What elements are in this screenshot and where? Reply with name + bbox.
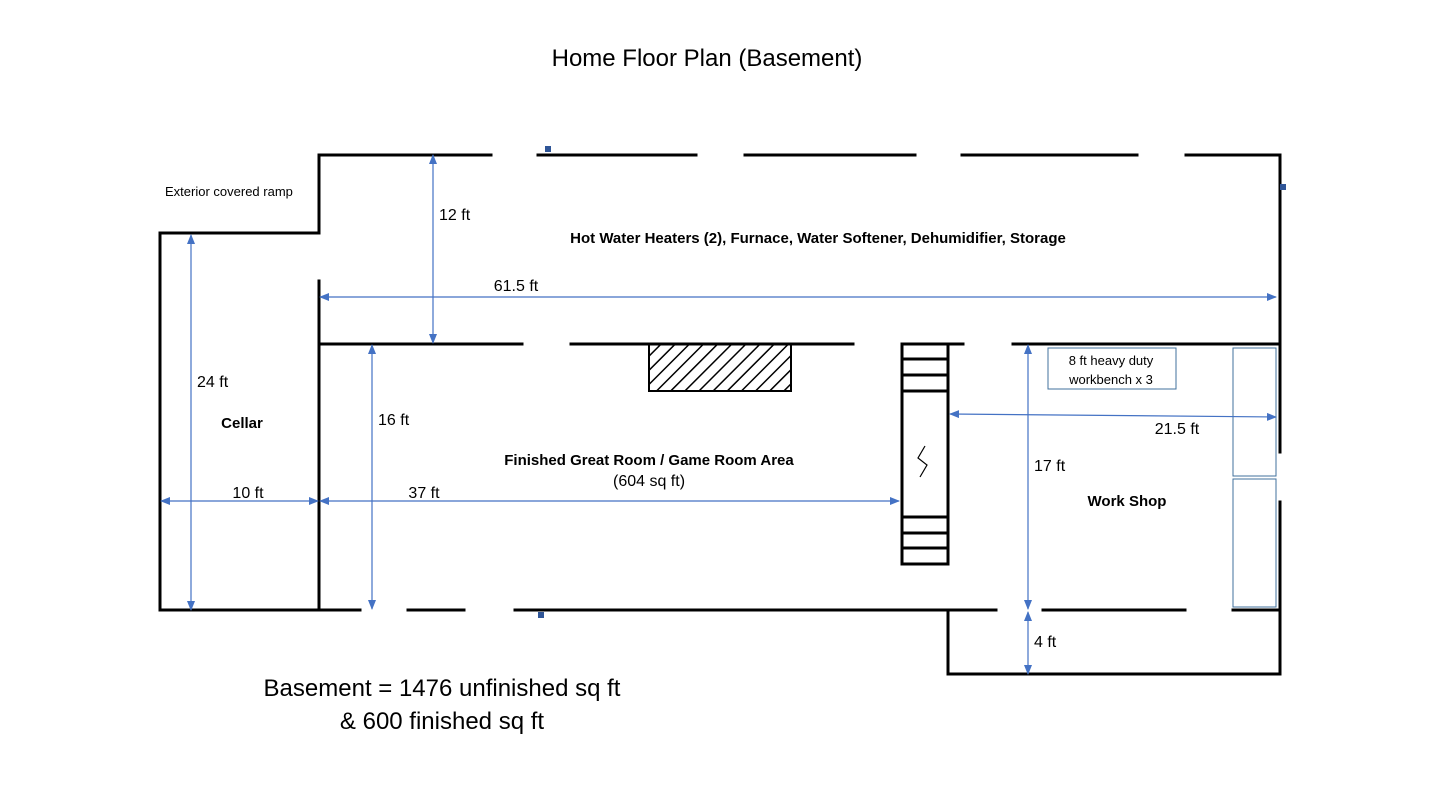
workbench-label-line1: 8 ft heavy duty [1069,353,1154,368]
staircase [900,342,950,566]
workbench-label-box [1047,347,1177,390]
stair-break-symbol [917,445,928,478]
summary-line-1: Basement = 1476 unfinished sq ft [264,675,621,702]
workbench-2 [1232,478,1277,608]
dim-workshop-width-arrow [949,410,1277,421]
dim-great-room-depth-label: 16 ft [378,412,410,429]
dim-great-room-width-label: 37 ft [408,485,440,502]
dim-building-length-label: 61.5 ft [494,278,539,295]
dim-workshop-depth-label: 17 ft [1034,458,1066,475]
dimension-lines [160,154,1277,675]
fireplace [648,343,792,392]
page-title: Home Floor Plan (Basement) [552,45,863,72]
markers [538,146,1286,618]
workbench-label-line2: workbench x 3 [1068,372,1153,387]
ramp-label: Exterior covered ramp [165,184,293,199]
great-room-area-label: (604 sq ft) [613,473,685,490]
summary-line-2: & 600 finished sq ft [340,708,544,735]
utility-room-label: Hot Water Heaters (2), Furnace, Water So… [570,230,1066,247]
dim-cellar-width-label: 10 ft [232,485,264,502]
marker-top [545,146,551,152]
great-room-label: Finished Great Room / Game Room Area [504,452,794,469]
workshop-label: Work Shop [1088,493,1167,510]
cellar-label: Cellar [221,415,263,432]
dim-workshop-width-label: 21.5 ft [1155,421,1200,438]
workbench-1 [1232,347,1277,477]
marker-right [1280,184,1286,190]
dim-cellar-length-label: 24 ft [197,374,229,391]
dim-bumpout-depth-label: 4 ft [1034,634,1057,651]
dim-utility-depth-label: 12 ft [439,207,471,224]
marker-bottom [538,612,544,618]
